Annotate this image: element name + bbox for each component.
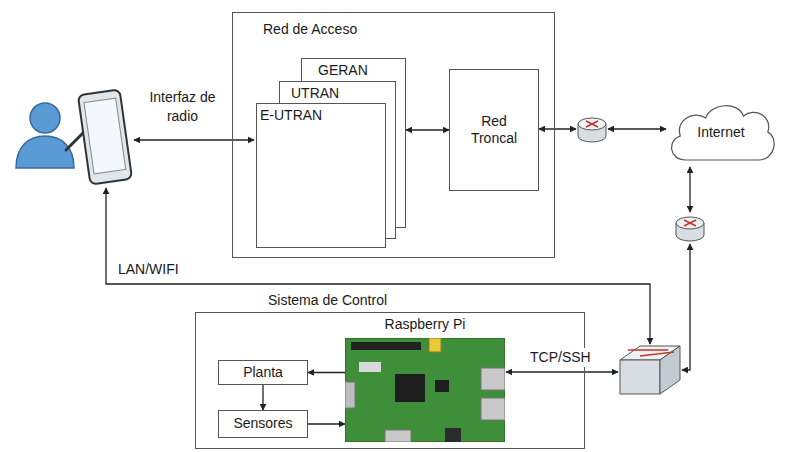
router-internet-link xyxy=(608,128,666,129)
node-label: Raspberry Pi xyxy=(345,316,505,334)
plant-box: Planta xyxy=(218,360,308,385)
router-switch-link xyxy=(682,244,690,370)
component xyxy=(359,362,381,372)
switch-icon xyxy=(620,346,680,394)
connector xyxy=(308,372,345,373)
tcp-ssh-link xyxy=(506,371,618,372)
sd-slot xyxy=(345,382,355,408)
control-system-box: Sistema de ControlRaspberry Pi PlantaSens… xyxy=(195,292,585,449)
raspberry-pi-board: Raspberry Pi xyxy=(345,316,505,442)
node-label: Red de Acceso xyxy=(263,21,357,39)
trunk-router-link xyxy=(539,128,576,129)
node-label: Internet xyxy=(697,124,744,142)
usb-port xyxy=(481,398,505,420)
access-network-box: Red de AccesoGERAN UTRAN E-UTRAN Red Tronca… xyxy=(232,12,555,258)
chip xyxy=(435,380,449,392)
link-label: LAN/WIFI xyxy=(118,260,179,279)
usb-port xyxy=(481,368,505,390)
radio-network-box: E-UTRAN xyxy=(256,103,386,248)
audio-jack xyxy=(445,428,461,442)
tablet-icon xyxy=(78,90,132,185)
node-label: UTRAN xyxy=(291,85,339,103)
chip xyxy=(395,374,425,402)
connector xyxy=(308,423,345,424)
node-label: E-UTRAN xyxy=(260,107,322,125)
router-icon xyxy=(676,217,704,241)
hdmi-port xyxy=(385,430,411,442)
node-label: Red Troncal xyxy=(458,113,530,148)
connector xyxy=(262,385,263,410)
internet-router-link xyxy=(689,167,690,212)
node-label: GERAN xyxy=(318,62,368,80)
sensors-box: Sensores xyxy=(218,410,308,438)
radio-link xyxy=(134,139,254,140)
node-label: Sensores xyxy=(233,415,292,433)
core-network-box: Red Troncal xyxy=(449,69,539,191)
link-label: TCP/SSH xyxy=(530,348,591,367)
connector xyxy=(406,129,449,130)
internet-cloud: Internet xyxy=(665,98,777,168)
connector xyxy=(429,338,441,352)
board-illustration xyxy=(345,338,505,442)
link-label: Interfaz de radio xyxy=(145,88,220,126)
pcb xyxy=(345,338,505,442)
router-icon xyxy=(578,118,606,142)
gpio-header xyxy=(351,342,421,350)
node-label: Planta xyxy=(243,364,283,382)
node-label: Sistema de Control xyxy=(268,292,387,310)
